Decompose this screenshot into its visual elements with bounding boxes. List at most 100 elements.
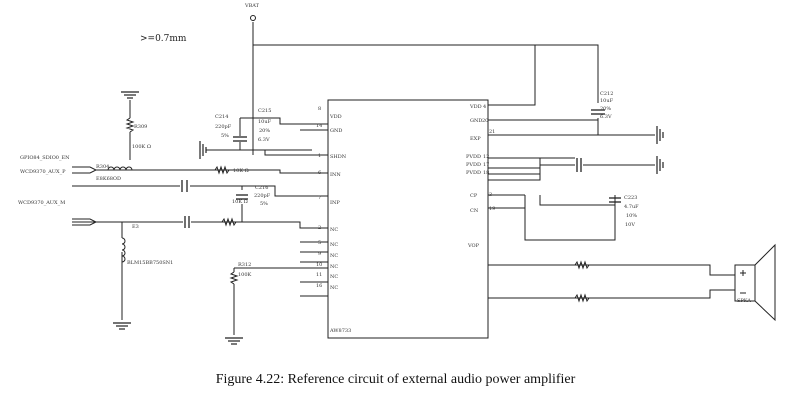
pin-number: 1 [318, 153, 321, 159]
c223-tol: 10% [626, 213, 637, 219]
ground-c212 [656, 125, 664, 145]
pin-number: 12 [483, 154, 489, 160]
pin-number: 10 [316, 262, 322, 268]
pin-name: INP [330, 200, 340, 206]
pin-number: 16 [316, 283, 322, 289]
pin-name: NC [330, 242, 338, 248]
vbat-net-label: VBAT [244, 3, 260, 9]
inductor-symbols [107, 166, 133, 263]
pin-name: VOP [467, 243, 480, 249]
pin-number: 4 [483, 104, 486, 110]
pin-name: NC [330, 253, 338, 259]
c214-label: C214 [215, 114, 228, 120]
ground-e3 [112, 322, 132, 330]
c214-value: 220pF [215, 124, 232, 130]
c216-label: C216 [255, 185, 268, 191]
capacitor-input-1 [181, 180, 188, 192]
resistor-r312 [229, 271, 239, 285]
c212-value: 10uF [600, 98, 614, 104]
speaker-label: SPKA [737, 298, 751, 304]
ground-r312 [224, 337, 244, 345]
pin-name: SHDN [330, 154, 347, 160]
input-ports [72, 166, 98, 226]
r304-label: R304 [96, 164, 109, 170]
c223-value: 4.7uF [624, 204, 639, 210]
pin-name: GND [470, 118, 482, 124]
pin-name: CN [470, 208, 479, 214]
r309-value: 100K Ω [132, 144, 151, 150]
r312-value: 100K [238, 272, 252, 278]
speaker-icon [734, 243, 776, 322]
ic-right-pins: VDD GND EXP PVDD PVDD PVDD CP CN VOP 4 2… [466, 104, 495, 249]
pin-name: PVDD [466, 162, 481, 168]
port-aux-m [72, 218, 98, 226]
c223-label: C223 [624, 195, 637, 201]
aux-p-net: WCD9370_AUX_P [20, 169, 66, 175]
gpio-en-net: GPIO84_SDIO0_EN [20, 155, 70, 161]
c214-tol: 5% [221, 133, 229, 139]
pin-number: 5 [318, 240, 321, 246]
capacitor-symbols [181, 109, 621, 228]
resistor-r309 [125, 117, 135, 133]
pin-name: NC [330, 264, 338, 270]
pin-number: 21 [489, 129, 495, 135]
aux-m-net: WCD9370_AUX_M [18, 200, 65, 206]
ic-left-pins: 8 14 1 6 7 2 5 9 10 11 16 VDD GND SHDN I… [316, 106, 347, 291]
port-aux-p [72, 166, 98, 174]
amplifier-ic-label: AW8733 [329, 328, 351, 334]
pin-name: INN [330, 172, 341, 178]
wires [72, 22, 735, 335]
pin-number: 20 [482, 118, 488, 124]
capacitor-c215 [233, 136, 247, 142]
ground-symbols [112, 91, 664, 345]
pin-name: EXP [470, 136, 481, 142]
c215-volt: 6.3V [258, 137, 270, 143]
pin-number: 14 [316, 123, 322, 129]
amplifier-ic-body [327, 99, 489, 339]
c215-tol: 20% [259, 128, 270, 134]
capacitor-input-2 [184, 216, 190, 228]
r-in1-value: 10K Ω [233, 168, 249, 174]
bead-value: BLM15BB750SN1 [127, 260, 173, 266]
c212-label: C212 [600, 91, 613, 97]
pin-name: GND [330, 128, 342, 134]
capacitor-c212 [591, 109, 605, 115]
pin-name: VDD [469, 104, 482, 110]
resistor-out-p [574, 260, 590, 270]
c212-tol: 20% [600, 106, 611, 112]
pin-number: 17 [483, 162, 489, 168]
bead-e3 [121, 237, 126, 263]
capacitor-c223 [609, 197, 621, 203]
e8-value: E8K68OD [96, 176, 121, 182]
resistor-input-2 [221, 217, 237, 227]
c216-value: 220pF [254, 193, 271, 199]
resistor-input-1 [214, 165, 230, 175]
c215-label: C215 [258, 108, 271, 114]
pin-name: NC [330, 274, 338, 280]
ground-pvdd [656, 155, 664, 175]
r-in2-value: 10K Ω [232, 199, 248, 205]
r312-label: R312 [238, 262, 251, 268]
figure-caption: Figure 4.22: Reference circuit of extern… [215, 372, 576, 387]
pin-name: NC [330, 227, 338, 233]
pin-name: PVDD [466, 170, 481, 176]
bead-e8 [107, 166, 133, 171]
pin-number: 18 [483, 170, 489, 176]
pin-name: VDD [329, 114, 342, 120]
pin-number: 3 [489, 192, 492, 198]
c216-tol: 5% [260, 201, 268, 207]
trace-width-note: >=0.7mm [140, 34, 187, 44]
pin-number: 7 [318, 195, 321, 201]
pin-number: 11 [316, 272, 322, 278]
vbat-terminal [250, 15, 256, 21]
pin-number: 19 [489, 206, 495, 212]
resistor-symbols [125, 117, 590, 303]
r309-label: R309 [134, 124, 147, 130]
c215-value: 10uF [258, 119, 272, 125]
pin-number: 8 [318, 106, 321, 112]
e3-label: E3 [132, 224, 139, 230]
ground-c215 [199, 140, 207, 160]
capacitor-pvdd [576, 158, 582, 172]
pin-name: PVDD [466, 154, 481, 160]
